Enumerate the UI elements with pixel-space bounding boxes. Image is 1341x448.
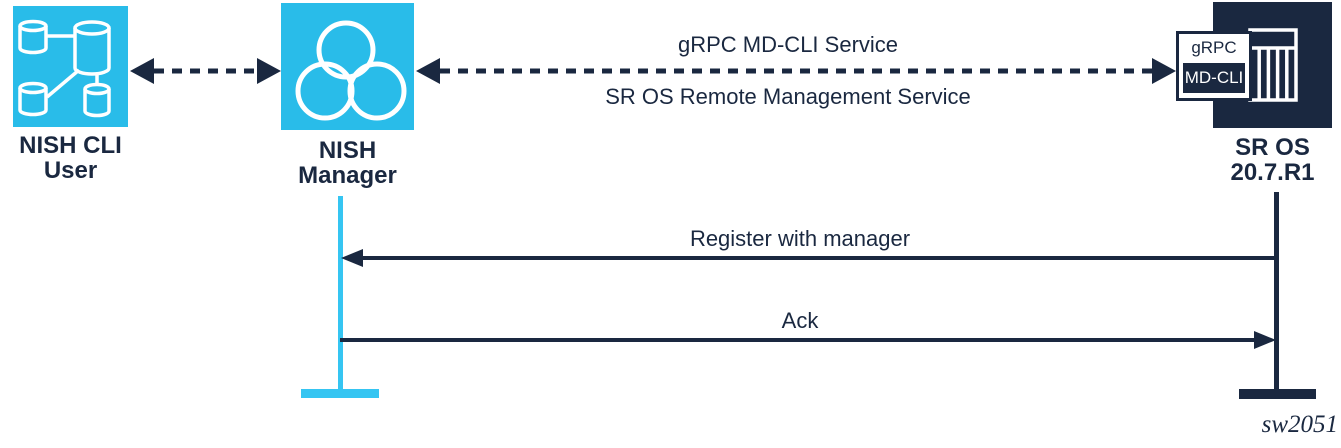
sros-label: SR OS 20.7.R1 <box>1202 135 1341 185</box>
nish-manager-label: NISH Manager <box>277 138 418 188</box>
sros-lifeline <box>1274 192 1279 390</box>
sros-lifeline-foot <box>1239 389 1316 399</box>
user-manager-dashed-arrow <box>130 58 281 84</box>
sros-label-line1: SR OS <box>1235 134 1310 161</box>
ack-arrow <box>340 331 1276 349</box>
manager-lifeline <box>338 196 343 390</box>
nish-cli-user-label-line2: User <box>43 157 98 184</box>
sros-label-line2: 20.7.R1 <box>1230 159 1315 186</box>
manager-sros-dashed-arrow <box>416 58 1176 84</box>
nish-cli-user-label: NISH CLI User <box>0 133 141 183</box>
figure-caption: sw2051 <box>1261 411 1338 438</box>
nish-manager-node <box>281 3 414 130</box>
nish-cli-user-label-line1: NISH CLI <box>19 132 122 159</box>
grpc-badge-label: gRPC <box>1191 38 1237 57</box>
three-rings-icon <box>295 20 407 121</box>
nish-cli-user-node <box>13 6 128 127</box>
register-with-manager-label: Register with manager <box>689 226 911 251</box>
nish-manager-label-line1: NISH <box>318 137 377 164</box>
register-with-manager-arrow <box>341 249 1277 267</box>
mdcli-badge-label: MD-CLI <box>1183 63 1245 93</box>
sros-remote-management-service-label: SR OS Remote Management Service <box>605 84 971 109</box>
grpc-mdcli-badge: gRPC MD-CLI <box>1176 31 1252 101</box>
ack-label: Ack <box>781 308 819 333</box>
nish-manager-label-line2: Manager <box>298 162 397 189</box>
grpc-mdcli-service-label: gRPC MD-CLI Service <box>677 32 899 57</box>
database-network-icon <box>18 19 111 118</box>
manager-lifeline-foot <box>301 389 379 398</box>
